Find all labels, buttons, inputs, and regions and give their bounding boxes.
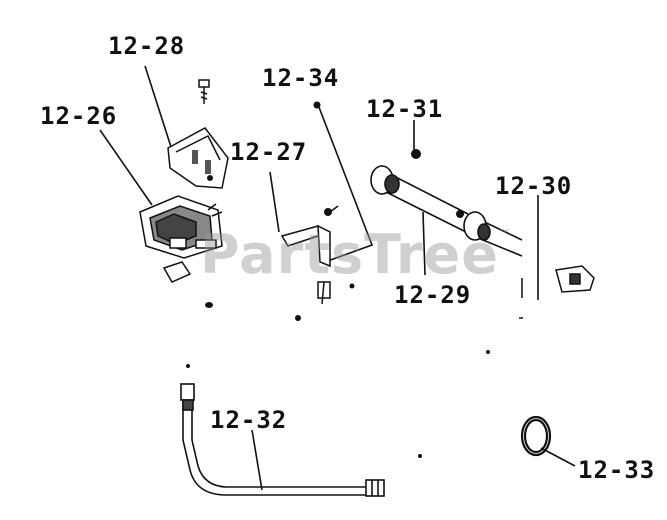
pivot-12-34 (313, 101, 355, 305)
linkage-12-27 (280, 205, 339, 268)
label-12-32: 12-32 (210, 406, 288, 434)
label-12-27: 12-27 (230, 138, 308, 166)
cylinder-12-29 (370, 149, 523, 257)
label-12-33: 12-33 (578, 456, 656, 484)
label-12-30: 12-30 (495, 172, 573, 200)
label-12-26: 12-26 (40, 102, 118, 130)
label-12-34: 12-34 (262, 64, 340, 92)
hydraulic-line-12-32 (180, 383, 385, 497)
leader-12-32 (251, 429, 263, 491)
leader-lines (99, 65, 576, 491)
o-ring-12-33 (520, 415, 552, 457)
leader-12-26 (99, 129, 153, 206)
label-12-31: 12-31 (366, 95, 444, 123)
leader-12-34 (316, 101, 374, 263)
fitting-12-30 (519, 265, 595, 319)
leader-12-29 (422, 211, 426, 276)
leader-12-28 (144, 65, 173, 151)
bracket-12-28 (167, 127, 229, 189)
bolt-top (198, 79, 210, 104)
label-12-29: 12-29 (394, 281, 472, 309)
valve-12-26 (139, 195, 223, 283)
label-12-28: 12-28 (108, 32, 186, 60)
watermark: PartsTree™ (200, 223, 512, 286)
small-parts (186, 302, 490, 458)
leader-12-33 (540, 447, 576, 467)
leader-12-27 (269, 171, 280, 233)
